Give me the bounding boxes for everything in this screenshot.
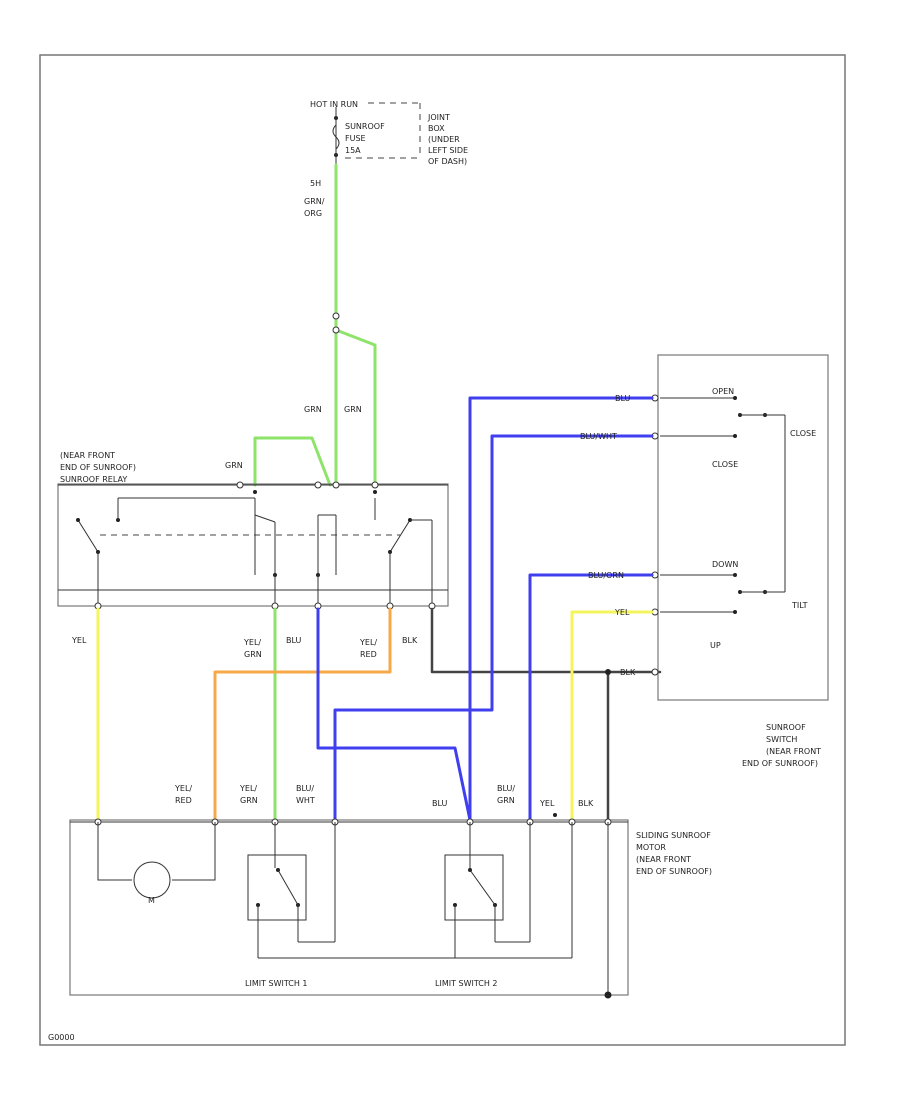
relay-wire-yel: YEL xyxy=(71,636,87,645)
motor-symbol: M xyxy=(148,896,155,905)
joint-box-line-2: BOX xyxy=(428,124,445,133)
switch-tilt: TILT xyxy=(791,601,808,610)
green-wires: GRN GRN GRN xyxy=(225,163,377,487)
switch-wires: BLU BLU/WHT BLU/ORN YEL BLK xyxy=(333,394,654,822)
blue-orange-wire-down xyxy=(528,573,654,822)
blue-wire-open xyxy=(468,396,654,822)
relay-wire-blk: BLK xyxy=(402,636,418,645)
joint-box-line-4: LEFT SIDE xyxy=(428,146,468,155)
switch-wire-1: BLU xyxy=(615,394,631,403)
motor-in5-b: GRN xyxy=(497,796,515,805)
relay-label-line-1: (NEAR FRONT xyxy=(60,451,115,460)
switch-label-line-2: SWITCH xyxy=(766,735,797,744)
green-wire-label-mid: GRN xyxy=(304,405,322,414)
fuse-block: HOT IN RUN SUNROOF FUSE 15A JOINT BOX (U… xyxy=(304,100,468,218)
switch-label-line-4: END OF SUNROOF) xyxy=(742,759,818,768)
sunroof-switch: OPEN CLOSE CLOSE DOWN UP TILT SUNROOF SW… xyxy=(651,354,829,768)
green-jumper-wire xyxy=(253,436,332,487)
feed-wire-color-2: ORG xyxy=(304,209,322,218)
fuse-label: SUNROOF xyxy=(345,122,385,131)
motor-in6: YEL xyxy=(539,799,555,808)
feed-wire-color-1: GRN/ xyxy=(304,197,325,206)
fuse-label-2: FUSE xyxy=(345,134,366,143)
diagram-frame xyxy=(39,54,846,1046)
fuse-rating: 15A xyxy=(345,146,361,155)
switch-label-line-3: (NEAR FRONT xyxy=(766,747,821,756)
joint-box-line-3: (UNDER xyxy=(428,135,460,144)
motor-in2-b: GRN xyxy=(240,796,258,805)
switch-wire-3: BLU/ORN xyxy=(588,571,624,580)
motor-in3-b: WHT xyxy=(296,796,315,805)
relay-label-line-2: END OF SUNROOF) xyxy=(60,463,136,472)
switch-label-line-1: SUNROOF xyxy=(766,723,806,732)
sunroof-relay: (NEAR FRONT END OF SUNROOF) SUNROOF RELA… xyxy=(57,451,449,610)
relay-wire-yelred-1: YEL/ xyxy=(359,638,377,647)
green-branch-wire xyxy=(334,328,377,487)
green-wire-label-left: GRN xyxy=(225,461,243,470)
motor-label-line-2: MOTOR xyxy=(636,843,666,852)
switch-wire-5: BLK xyxy=(620,668,636,677)
relay-wire-yelgrn-1: YEL/ xyxy=(243,638,261,647)
motor-in3-a: BLU/ xyxy=(296,784,314,793)
black-wire-relay xyxy=(430,607,662,674)
blue-wire-relay xyxy=(316,607,472,822)
motor-in7: BLK xyxy=(578,799,594,808)
switch-pos-down: DOWN xyxy=(712,560,738,569)
relay-label-line-3: SUNROOF RELAY xyxy=(60,475,127,484)
orange-wire xyxy=(213,607,392,822)
motor-symbol-circle xyxy=(133,861,171,899)
joint-box-line-1: JOINT xyxy=(427,113,450,122)
circuit-id: 5H xyxy=(310,179,321,188)
relay-wire-blu: BLU xyxy=(286,636,302,645)
relay-wire-yelred-2: RED xyxy=(360,650,377,659)
relay-output-wires: YEL YEL/ GRN BLU YEL/ RED BLK xyxy=(71,607,662,822)
blue-white-wire-close xyxy=(333,434,654,822)
switch-pos-up: UP xyxy=(710,641,721,650)
motor-label-line-1: SLIDING SUNROOF xyxy=(636,831,711,840)
motor-label-line-3: (NEAR FRONT xyxy=(636,855,691,864)
switch-pos-close: CLOSE xyxy=(712,460,738,469)
motor-label-line-4: END OF SUNROOF) xyxy=(636,867,712,876)
motor-in1-b: RED xyxy=(175,796,192,805)
sliding-sunroof-motor: YEL/ RED YEL/ GRN BLU/ WHT BLU BLU/ GRN … xyxy=(69,784,712,999)
joint-box-line-5: OF DASH) xyxy=(428,157,467,166)
motor-in5-a: BLU/ xyxy=(497,784,515,793)
motor-in1-a: YEL/ xyxy=(174,784,192,793)
switch-close-right: CLOSE xyxy=(790,429,816,438)
switch-pos-open: OPEN xyxy=(712,387,734,396)
switch-wire-4: YEL xyxy=(614,608,630,617)
figure-code: G0000 xyxy=(48,1033,75,1042)
relay-wire-yelgrn-2: GRN xyxy=(244,650,262,659)
hot-in-run-label: HOT IN RUN xyxy=(310,100,358,109)
motor-in2-a: YEL/ xyxy=(239,784,257,793)
switch-wire-2: BLU/WHT xyxy=(580,432,617,441)
green-wire-label-right: GRN xyxy=(344,405,362,414)
limit-switch-2-label: LIMIT SWITCH 2 xyxy=(435,979,498,988)
yellow-wire-up xyxy=(570,610,654,822)
motor-in4: BLU xyxy=(432,799,448,808)
limit-switch-1-label: LIMIT SWITCH 1 xyxy=(245,979,308,988)
